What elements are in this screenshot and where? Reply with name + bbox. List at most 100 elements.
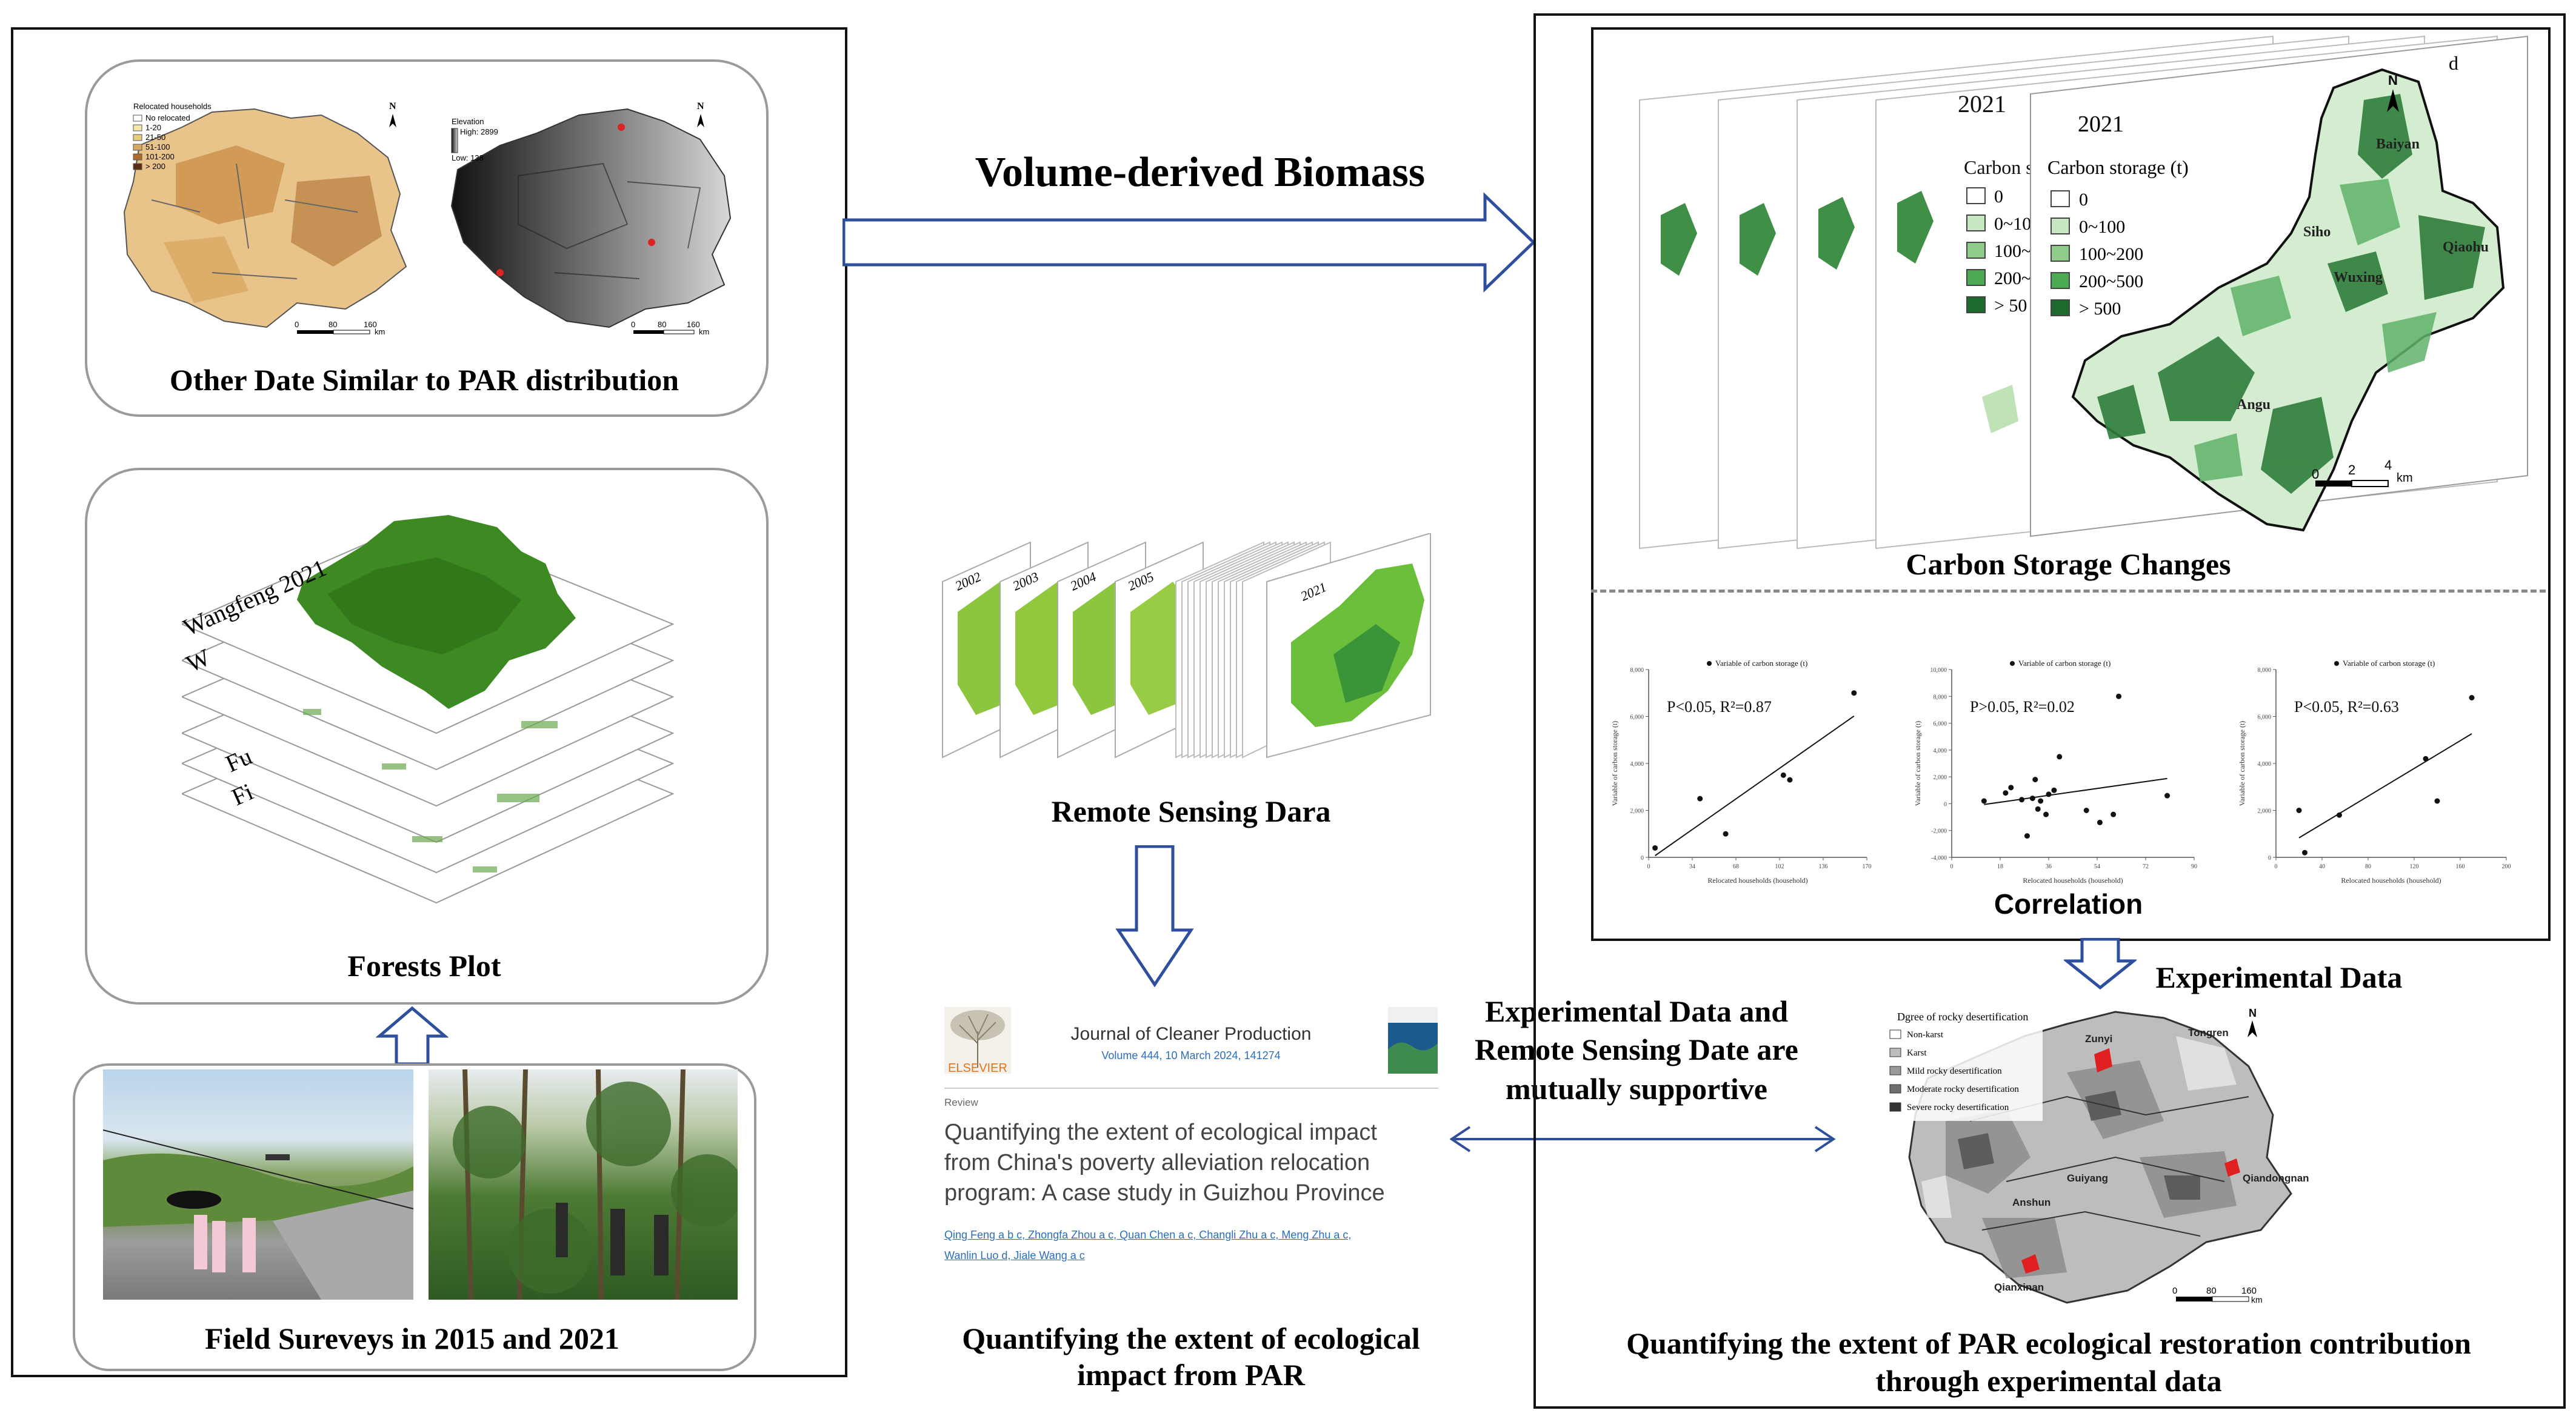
data-point bbox=[2051, 787, 2057, 793]
data-point bbox=[2008, 785, 2014, 791]
field-photo-forest bbox=[429, 1069, 738, 1300]
panel-letter: d bbox=[2449, 52, 2458, 74]
journal-cover bbox=[1388, 1007, 1438, 1074]
journal-name[interactable]: Journal of Cleaner Production bbox=[1070, 1024, 1312, 1044]
map2-scale-bar: 0 80 160 km bbox=[631, 320, 709, 336]
data-point bbox=[2083, 808, 2089, 813]
journal-volume[interactable]: Volume 444, 10 March 2024, 141274 bbox=[1101, 1049, 1281, 1062]
data-point bbox=[2302, 849, 2307, 856]
forests-plot-caption: Forests Plot bbox=[347, 949, 501, 983]
y-tick-label: 6,000 bbox=[2258, 714, 2272, 721]
north-arrow-icon: N bbox=[2388, 73, 2398, 88]
rocky-desertification-map: Zunyi Qiandongnan Guiyang Anshun Qianxin… bbox=[1885, 1000, 2309, 1305]
x-tick-label: 120 bbox=[2410, 863, 2419, 870]
data-point bbox=[2038, 798, 2044, 804]
carbon-storage-caption: Carbon Storage Changes bbox=[1906, 547, 2231, 581]
rs-layer: 2021 bbox=[1266, 533, 1431, 759]
karst-legend-item: Karst bbox=[1907, 1048, 1927, 1058]
stats-annotation: P<0.05, R²=0.87 bbox=[1667, 698, 1772, 716]
svg-text:km: km bbox=[699, 327, 709, 336]
place-label: Qianxinan bbox=[1994, 1281, 2044, 1293]
svg-text:km: km bbox=[2251, 1295, 2263, 1305]
experimental-data-label: Experimental Data bbox=[2155, 960, 2403, 994]
karst-legend-item: Severe rocky desertification bbox=[1907, 1103, 2009, 1112]
distribution-caption: Other Date Similar to PAR distribution bbox=[169, 363, 679, 397]
article-title-line[interactable]: from China's poverty alleviation relocat… bbox=[944, 1150, 1370, 1175]
article-type: Review bbox=[944, 1097, 978, 1108]
carbon-legend: 0 0~100 100~200 200~500 > 500 bbox=[2050, 190, 2143, 319]
y-tick-label: 0 bbox=[1641, 855, 1644, 862]
double-arrow-icon bbox=[1449, 1126, 1836, 1152]
journal-article[interactable]: ELSEVIER Journal of Cleaner Production V… bbox=[939, 1000, 1443, 1272]
x-tick-label: 80 bbox=[2365, 863, 2371, 870]
svg-text:80: 80 bbox=[2206, 1286, 2217, 1296]
data-point bbox=[2032, 777, 2038, 783]
svg-text:> 50: > 50 bbox=[1994, 296, 2027, 316]
carbon-legend-item: 100~200 bbox=[2079, 244, 2143, 264]
data-point bbox=[2024, 833, 2030, 839]
paper-caption-line: Quantifying the extent of ecological bbox=[962, 1321, 1420, 1355]
carbon-map-year: 2021 bbox=[2078, 111, 2124, 137]
data-point bbox=[2469, 695, 2475, 700]
article-title-line[interactable]: program: A case study in Guizhou Provinc… bbox=[944, 1180, 1385, 1206]
data-point bbox=[2029, 796, 2035, 802]
article-title-line[interactable]: Quantifying the extent of ecological imp… bbox=[944, 1120, 1377, 1145]
x-tick-label: 200 bbox=[2502, 863, 2511, 870]
carbon-panel-frame bbox=[1591, 27, 2551, 941]
down-arrow-icon bbox=[1115, 845, 1194, 988]
article-authors[interactable]: Wanlin Luo d, Jiale Wang a c bbox=[944, 1249, 1085, 1261]
x-tick-label: 68 bbox=[1733, 863, 1739, 870]
scatter-plot-2: -4,000-2,00002,0004,0006,0008,00010,0000… bbox=[1914, 659, 2197, 885]
x-tick-label: 0 bbox=[1950, 863, 1954, 870]
forest-layers-stack: Wangfeng 2021 W Fu Fi bbox=[182, 515, 675, 904]
data-point bbox=[2296, 808, 2302, 813]
y-tick-label: 0 bbox=[2268, 855, 2271, 862]
data-point bbox=[1981, 798, 1987, 804]
correlation-caption: Correlation bbox=[1994, 888, 2143, 920]
elevation-map: Elevation High: 2899 Low: 138 N 0 80 160… bbox=[450, 101, 732, 336]
svg-text:4: 4 bbox=[2384, 457, 2392, 473]
place-label: Wuxing bbox=[2334, 270, 2383, 285]
elevation-low: Low: 138 bbox=[452, 153, 484, 162]
data-point bbox=[1652, 845, 1658, 851]
x-axis-label: Relocated households (household) bbox=[1707, 876, 1807, 885]
place-label: Zunyi bbox=[2085, 1033, 2112, 1045]
elsevier-tree-logo bbox=[944, 1007, 1011, 1074]
x-tick-label: 36 bbox=[2046, 863, 2052, 870]
y-tick-label: -2,000 bbox=[1931, 828, 1947, 835]
legend-marker bbox=[2334, 661, 2339, 666]
data-point bbox=[2019, 797, 2025, 803]
data-point bbox=[2043, 811, 2049, 817]
x-tick-label: 136 bbox=[1819, 863, 1828, 870]
data-point bbox=[1723, 831, 1729, 837]
article-authors[interactable]: Qing Feng a b c, Zhongfa Zhou a c, Quan … bbox=[944, 1229, 1352, 1241]
dashed-divider bbox=[1591, 590, 2546, 593]
y-tick-label: 8,000 bbox=[2258, 667, 2272, 674]
y-tick-label: 8,000 bbox=[1630, 667, 1644, 674]
carbon-scale-bar: 0 2 4 km bbox=[2312, 457, 2413, 487]
data-point bbox=[2423, 756, 2429, 762]
mutual-support-line: Remote Sensing Date are bbox=[1475, 1032, 1798, 1066]
restoration-caption-line: Quantifying the extent of PAR ecological… bbox=[1626, 1326, 2471, 1360]
y-tick-label: 4,000 bbox=[1630, 761, 1644, 768]
data-point bbox=[1851, 690, 1857, 696]
legend-label: Variable of carbon storage (t) bbox=[2018, 659, 2111, 668]
mutual-support-line: mutually supportive bbox=[1505, 1072, 1767, 1106]
svg-text:2: 2 bbox=[2348, 462, 2355, 477]
down-arrow-icon bbox=[2064, 938, 2137, 989]
svg-text:0: 0 bbox=[1994, 187, 2003, 207]
x-tick-label: 18 bbox=[1997, 863, 2003, 870]
restoration-caption-line: through experimental data bbox=[1875, 1364, 2222, 1398]
trend-line bbox=[1655, 715, 1855, 856]
place-label: Qiaohu bbox=[2443, 239, 2489, 255]
remote-sensing-caption: Remote Sensing Dara bbox=[1051, 794, 1331, 828]
place-label: Anshun bbox=[2012, 1197, 2050, 1208]
carbon-legend-title: Carbon storage (t) bbox=[2047, 156, 2189, 178]
map1-scale-bar: 0 80 160 km bbox=[295, 320, 385, 336]
y-tick-label: -4,000 bbox=[1931, 855, 1947, 862]
paper-divider bbox=[944, 1088, 1438, 1089]
map1-legend: No relocated 1-20 21-50 51-100 101-200 >… bbox=[133, 113, 190, 171]
x-tick-label: 54 bbox=[2094, 863, 2100, 870]
x-tick-label: 0 bbox=[1647, 863, 1650, 870]
